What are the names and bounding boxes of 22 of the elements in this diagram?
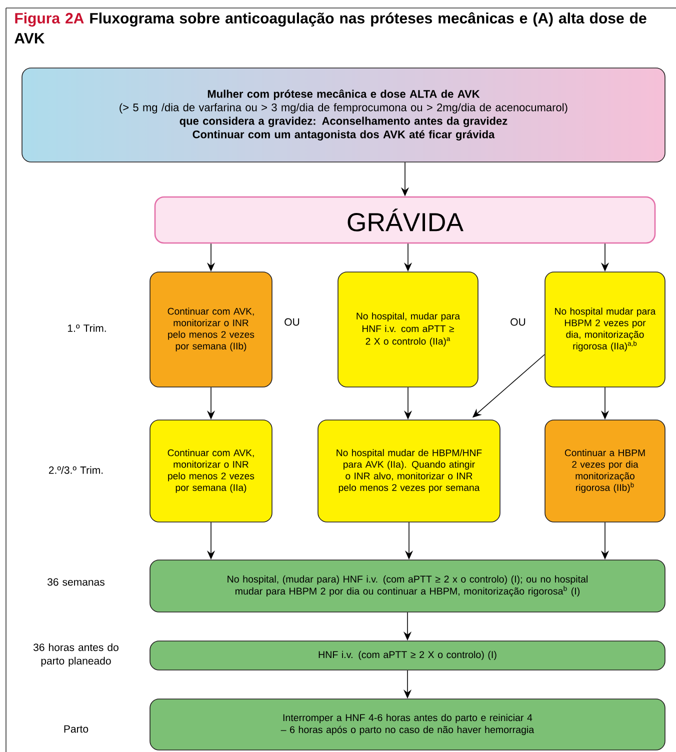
diagram-title: AVK [14,33,45,44]
stage-label: Parto [64,725,88,733]
stage-label: 2.º/3.º Trim. [48,466,103,474]
figure-title: Figura 2A Fluxograma sobre anticoagulação nas próteses mecânicas e (A) alta dose de AVK [14,12,646,44]
process-box: Interromper a HNF 4-6 horas antes do parto e reiniciar 4 – 6 horas após o parto no caso de não haver hemorragia [150,698,666,750]
label: Figura 2A [15,12,84,27]
process-box: Continuar com AVK, monitorizar o INR pelo menos 2 vezes por semana (IIb) [150,272,272,388]
process-box: No hospital, (mudar para) HNF i.v. (com aPTT ≥ 2 x o controlo) (I); ou no hospital mudar para HBPM 2 por dia ou continuar a HBPM, monitorização rigorosa$^{b}$ (I) [150,560,666,612]
pregnant-banner: GRÁVIDA [154,196,656,244]
process-box: Continuar a HBPM 2 vezes por dia monitorização rigorosa (IIb)$^{b}$ [544,420,666,522]
process-box: HNF i.v. (com aPTT ≥ 2 X o controlo) (I) [150,640,666,670]
process-box: No hospital mudar para HBPM 2 vezes por dia, monitorização rigorosa (IIa)$^{a,b}$ [544,272,666,388]
patient-box: Mulher com prótese mecânica e dose ALTA de AVK (> 5 mg /dia de varfarina ou > 3 mg/dia de femprocumona ou > 2mg/dia de acenocumarol) que considera a gravidez: Aconselhamento antes da gravidez Continuar com um antagonista dos AVK até ficar grávida [22,68,666,162]
or-label: OU [510,318,526,326]
diagram-title: Fluxograma sobre anticoagulação nas próteses mecânicas e (A) alta dose de [90,12,646,27]
process-box: No hospital mudar de HBPM/HNF para AVK (IIa). Quando atingir o INR alvo, monitorizar o INR pelo menos 2 vezes por semana [318,420,500,522]
process-box: No hospital, mudar para HNF i.v. com aPTT ≥ 2 X o controlo (IIa)$^{a}$ [338,272,478,388]
or-label: OU [284,318,300,326]
stage-label: 36 semanas [48,578,104,586]
process-box: Continuar com AVK, monitorizar o INR pelo menos 2 vezes por semana (IIa) [150,420,272,522]
stage-label: 1.º Trim. [68,324,106,332]
stage-label: 36 horas antes do parto planeado [33,643,118,667]
